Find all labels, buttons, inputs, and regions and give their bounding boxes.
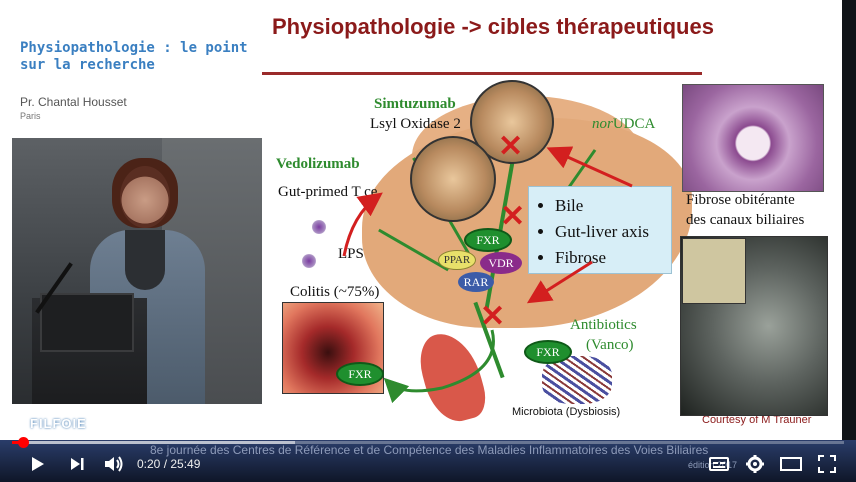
label-colitis: Colitis (~75%) — [290, 284, 380, 300]
talk-title: Physiopathologie : le point sur la reche… — [20, 40, 248, 73]
courtesy-credit: Courtesy of M Trauner — [702, 414, 812, 426]
arrow-red — [546, 146, 633, 188]
duration: 25:49 — [170, 457, 201, 471]
fullscreen-button[interactable] — [814, 452, 840, 476]
lps-particle — [302, 254, 316, 268]
play-icon — [32, 457, 44, 471]
logo-area — [0, 404, 262, 440]
current-time: 0:20 — [137, 457, 161, 471]
arrow-red — [526, 260, 593, 304]
pill-ppar: PPAR — [438, 250, 476, 270]
label-vanco: (Vanco) — [586, 337, 634, 353]
fibrosis-inset-image — [682, 238, 746, 304]
next-button[interactable] — [64, 452, 90, 476]
label-norudca-rest: UDCA — [612, 116, 656, 132]
theater-mode-button[interactable] — [778, 452, 804, 476]
speaker-city: Paris — [20, 111, 41, 121]
play-button[interactable] — [24, 452, 50, 476]
mute-button[interactable] — [100, 452, 128, 476]
target-item: Gut-liver axis — [555, 219, 663, 245]
gear-icon — [746, 455, 764, 473]
pill-rar: RAR — [458, 272, 494, 292]
label-microbiota: Microbiota (Dysbiosis) — [512, 406, 621, 418]
label-antibiotics: Antibiotics — [570, 317, 637, 333]
inhibition-cross: ✕ — [500, 200, 526, 233]
time-separator: / — [160, 457, 171, 471]
arrow-red — [342, 192, 383, 257]
pill-fxr: FXR — [464, 228, 512, 252]
caption-fibrose-1: Fibrose obitérante — [686, 192, 795, 208]
pill-fxr-colon: FXR — [336, 362, 384, 386]
label-vedolizumab: Vedolizumab — [276, 156, 360, 172]
speaker-name: Pr. Chantal Housset — [20, 95, 127, 109]
filfoie-logo: FILFOIE — [30, 416, 87, 431]
label-norudca-italic: nor — [592, 116, 613, 132]
target-item: Fibrose — [555, 245, 663, 271]
progress-bar[interactable] — [12, 437, 844, 448]
target-callout: Bile Gut-liver axis Fibrose — [528, 186, 672, 274]
subtitles-icon — [709, 457, 729, 471]
microbiota-image — [542, 356, 612, 404]
volume-icon — [105, 456, 123, 472]
inhibition-cross: ✕ — [498, 130, 524, 163]
progress-played — [12, 441, 23, 444]
label-lysyl: Lsyl Oxidase 2 — [370, 116, 461, 132]
speaker-video — [12, 138, 262, 404]
fullscreen-icon — [818, 455, 836, 473]
control-bar-background — [0, 440, 856, 482]
label-simtuzumab: Simtuzumab — [374, 96, 456, 112]
speaker-shirt — [125, 230, 165, 290]
speaker-face — [120, 166, 170, 228]
label-gut-primed: Gut-primed T ce — [278, 184, 378, 200]
histology-image — [682, 84, 824, 192]
settings-button[interactable] — [742, 452, 768, 476]
progress-buffered — [12, 441, 295, 444]
slide-title: Physiopathologie -> cibles thérapeutique… — [272, 14, 714, 39]
slide: Physiopathologie -> cibles thérapeutique… — [262, 0, 842, 440]
event-banner: 8e journée des Centres de Référence et d… — [150, 443, 709, 457]
inhibition-cross: ✕ — [480, 300, 506, 333]
arrow-green — [383, 329, 495, 404]
skip-next-icon — [71, 458, 84, 470]
diagram-arrows — [342, 146, 633, 404]
fibrosis-circle-mid — [410, 136, 496, 222]
pill-fxr-gut: FXR — [524, 340, 572, 364]
target-item: Bile — [555, 193, 663, 219]
label-norudca: norUDCA — [592, 116, 655, 133]
subtitles-button[interactable] — [706, 452, 732, 476]
event-edition: édition 2017 — [688, 460, 738, 470]
caption-fibrose-2: des canaux biliaires — [686, 212, 805, 228]
lps-particle — [312, 220, 326, 234]
title-divider — [262, 72, 702, 75]
pill-vdr: VDR — [480, 252, 522, 274]
time-display: 0:20 / 25:49 — [137, 457, 200, 471]
theater-icon — [780, 457, 802, 471]
scrubber-handle[interactable] — [18, 437, 29, 448]
target-list: Bile Gut-liver axis Fibrose — [537, 193, 663, 271]
laptop — [40, 293, 134, 352]
speaker-panel: Physiopathologie : le point sur la reche… — [0, 0, 262, 440]
